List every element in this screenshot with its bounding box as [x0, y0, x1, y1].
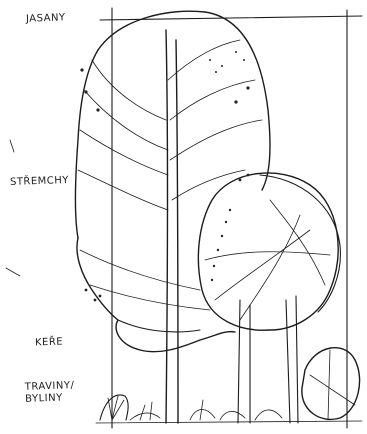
margin-marks [6, 140, 20, 276]
tree-trunks [166, 30, 298, 423]
label-jasany: JASANY [26, 12, 66, 24]
ash-tree-canopy [75, 11, 270, 238]
label-kere: KEŘE [35, 337, 64, 349]
grass-layer [100, 395, 282, 420]
label-traviny: TRAVINY/ BYLINY [25, 380, 75, 406]
bird-cherry-canopy [198, 173, 340, 330]
label-traviny-line2: BYLINY [25, 392, 75, 406]
small-round-shrub [302, 348, 360, 420]
label-stremchy: STŘEMCHY [10, 175, 69, 188]
frame-lines [96, 8, 362, 428]
label-traviny-line1: TRAVINY/ [25, 380, 75, 394]
